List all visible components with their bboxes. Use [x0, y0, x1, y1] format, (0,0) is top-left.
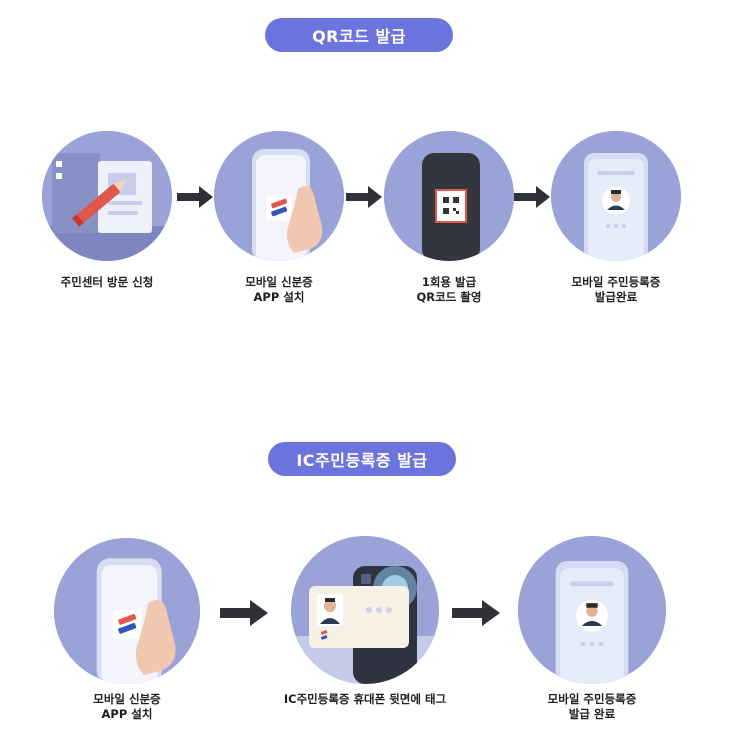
- step-label: 모바일 신분증 APP 설치: [245, 275, 313, 304]
- arrow-right-icon: [220, 600, 268, 626]
- arrow-right-icon: [452, 600, 500, 626]
- phone-app-install-icon: [54, 538, 200, 684]
- application-form-icon: [42, 131, 172, 261]
- phone-id-card-icon: [551, 131, 681, 261]
- arrow-right-icon: [346, 186, 382, 208]
- section-title-ic: IC주민등록증 발급: [268, 442, 456, 476]
- phone-id-card-icon: [518, 536, 666, 684]
- step-label: 모바일 주민등록증 발급완료: [571, 275, 661, 304]
- arrow-right-icon: [514, 186, 550, 208]
- step-install-app: 모바일 신분증 APP 설치: [209, 131, 349, 305]
- step-install-app: 모바일 신분증 APP 설치: [53, 538, 201, 722]
- ic-card-tag-icon: [291, 536, 439, 684]
- step-label: 모바일 주민등록증 발급 완료: [547, 692, 637, 721]
- step-complete: 모바일 주민등록증 발급 완료: [517, 536, 667, 722]
- section-title-qr: QR코드 발급: [265, 18, 453, 52]
- step-label: IC주민등록증 휴대폰 뒷면에 태그: [283, 692, 447, 706]
- arrow-right-icon: [177, 186, 213, 208]
- step-visit-center: 주민센터 방문 신청: [37, 131, 177, 290]
- step-label: 모바일 신분증 APP 설치: [93, 692, 161, 721]
- step-complete: 모바일 주민등록증 발급완료: [546, 131, 686, 305]
- phone-app-install-icon: [214, 131, 344, 261]
- step-label: 주민센터 방문 신청: [60, 275, 154, 289]
- step-label: 1회용 발급 QR코드 촬영: [416, 275, 482, 304]
- step-scan-qr: 1회용 발급 QR코드 촬영: [379, 131, 519, 305]
- step-tag-ic-card: IC주민등록증 휴대폰 뒷면에 태그: [270, 536, 460, 707]
- qr-scan-phone-icon: [384, 131, 514, 261]
